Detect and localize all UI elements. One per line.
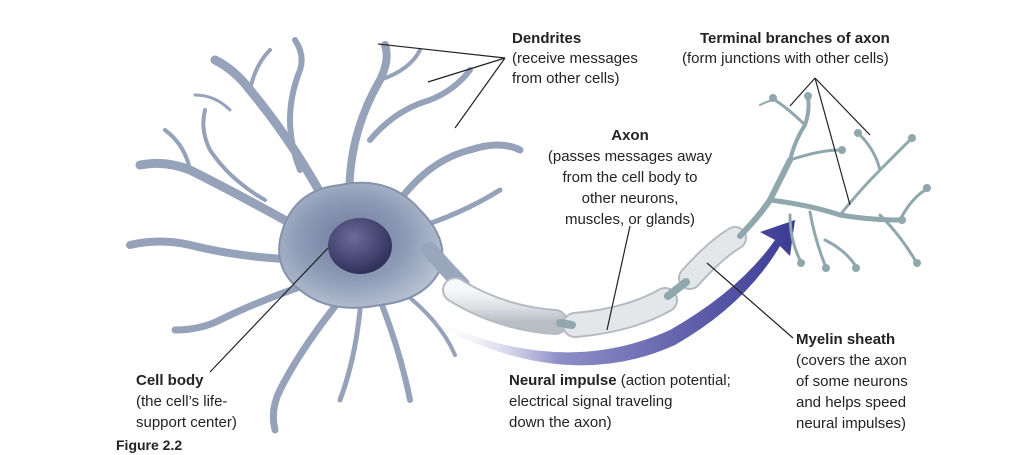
axon-desc-2: from the cell body to [562, 169, 698, 186]
dendrites-desc-1: (receive messages [512, 50, 638, 67]
myelin-leader [706, 262, 794, 339]
cell-body-desc-2: support center) [136, 414, 237, 431]
cell-body-title: Cell body [136, 372, 204, 389]
myelin-sheath-desc-4: neural impulses) [796, 415, 907, 432]
neural-impulse-title: Neural impulse [509, 372, 617, 389]
dendrites-title: Dendrites [512, 30, 582, 47]
neural-impulse-desc-1: (action potential; [616, 372, 731, 389]
neural-impulse-desc-3: down the axon) [509, 414, 612, 431]
axon-desc-4: muscles, or glands) [564, 211, 696, 228]
myelin-sheath-title: Myelin sheath [796, 331, 896, 348]
nucleus [328, 218, 392, 274]
dendrites-desc-2: from other cells) [512, 70, 620, 87]
axon-title: Axon [611, 127, 649, 144]
cell-body-desc-1: (the cell’s life- [136, 393, 228, 410]
neural-impulse-line-1: Neural impulse (action potential; [509, 371, 731, 390]
axon-desc-1: (passes messages away [547, 148, 713, 165]
terminal-knobs [769, 92, 931, 272]
myelin-sheath-desc-2: of some neurons [796, 373, 908, 390]
terminal-branches-desc: (form junctions with other cells) [682, 50, 889, 67]
myelin-sheath-desc-1: (covers the axon [796, 352, 907, 369]
myelin-sheath-desc-3: and helps speed [796, 394, 907, 411]
dendrites-leader [377, 43, 506, 129]
neural-impulse-desc-2: electrical signal traveling [509, 393, 673, 410]
axon-leader [606, 225, 631, 331]
myelin-sheath [442, 226, 747, 338]
neuron-diagram [126, 37, 931, 434]
terminal-branches [737, 96, 927, 267]
terminal-leader [789, 77, 871, 206]
leader-lines [209, 43, 871, 373]
figure-caption: Figure 2.2 [116, 437, 183, 453]
axon-desc-3: other neurons, [581, 190, 679, 207]
cell-body-leader [209, 247, 329, 373]
terminal-branches-title: Terminal branches of axon [700, 30, 890, 47]
